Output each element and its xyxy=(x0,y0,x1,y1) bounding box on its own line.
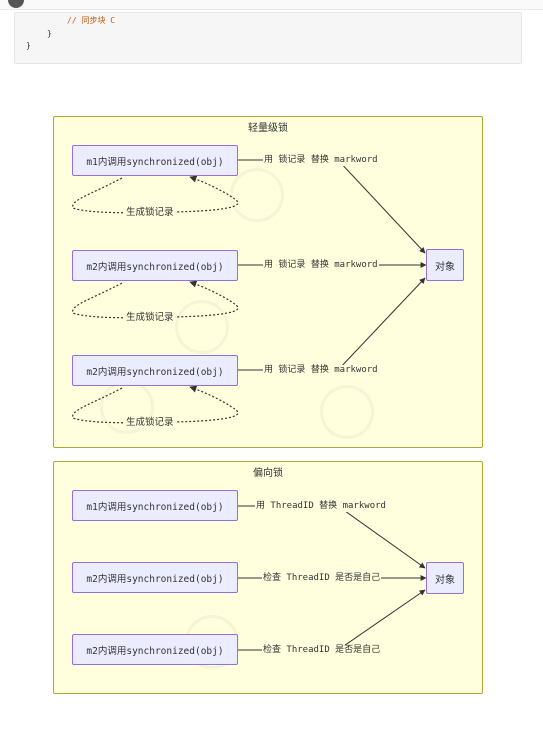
lightweight-node-m1: m1内调用synchronized(obj) xyxy=(72,145,238,176)
biased-object-node: 对象 xyxy=(426,562,464,594)
code-line-brace-outer: } xyxy=(26,41,31,50)
edge-biased-m1-to-object xyxy=(238,505,426,569)
watermark-logo-icon xyxy=(230,168,284,222)
lightweight-node-m2-second: m2内调用synchronized(obj) xyxy=(72,355,238,386)
lightweight-loop-label-2: 生成锁记录 xyxy=(125,312,175,323)
edge-m2b-to-object xyxy=(238,277,426,371)
lightweight-lock-title: 轻量级锁 xyxy=(248,123,288,134)
watermark-logo-icon xyxy=(320,385,374,439)
top-header-strip xyxy=(0,0,543,10)
biased-node-m1: m1内调用synchronized(obj) xyxy=(72,490,238,521)
code-comment-line: // 同步块 C xyxy=(67,16,116,25)
biased-edge-label-3: 检查 ThreadID 是否是自己 xyxy=(262,645,382,656)
biased-lock-title: 偏向锁 xyxy=(253,468,283,479)
lightweight-edge-label-2: 用 锁记录 替换 markword xyxy=(263,260,379,271)
site-logo-icon xyxy=(8,0,24,8)
lightweight-edge-label-1: 用 锁记录 替换 markword xyxy=(263,155,379,166)
biased-edge-label-1: 用 ThreadID 替换 markword xyxy=(255,501,387,512)
edge-m1-to-object xyxy=(238,159,426,254)
lightweight-loop-label-3: 生成锁记录 xyxy=(125,417,175,428)
lightweight-loop-label-1: 生成锁记录 xyxy=(125,207,175,218)
biased-edge-label-2: 检查 ThreadID 是否是自己 xyxy=(262,573,382,584)
code-line-brace-inner: } xyxy=(47,29,52,38)
lightweight-node-m2-first: m2内调用synchronized(obj) xyxy=(72,250,238,281)
watermark-logo-icon xyxy=(175,300,229,354)
edge-biased-m2b-to-object xyxy=(238,589,426,651)
lightweight-object-node: 对象 xyxy=(426,249,464,281)
lightweight-edge-label-3: 用 锁记录 替换 markword xyxy=(263,365,379,376)
biased-node-m2-first: m2内调用synchronized(obj) xyxy=(72,562,238,593)
code-block: // 同步块 C } } xyxy=(14,12,522,64)
biased-node-m2-second: m2内调用synchronized(obj) xyxy=(72,634,238,665)
